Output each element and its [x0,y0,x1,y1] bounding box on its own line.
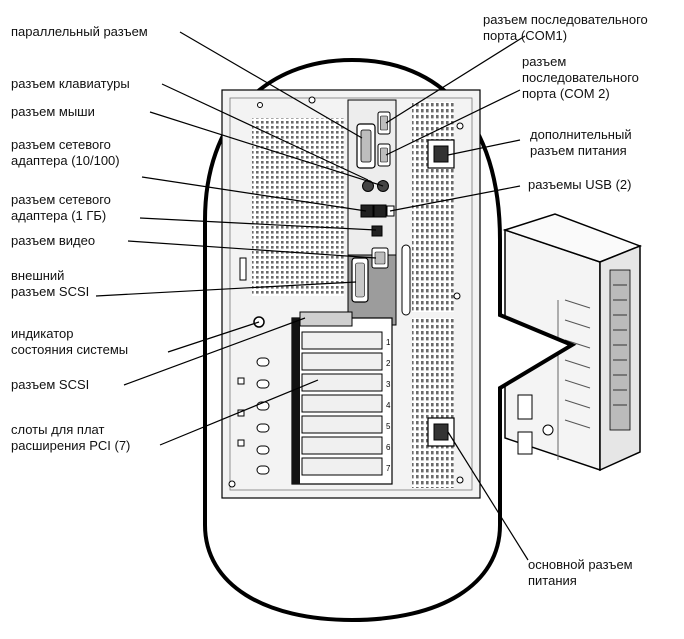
pci-slot [302,374,382,391]
pci-slot-number: 6 [386,443,391,452]
label-nic-100: разъем сетевого адаптера (10/100) [11,137,120,169]
parallel-port-icon [357,124,375,168]
main-power-connector-icon [428,418,454,446]
label-pci-slots: слоты для плат расширения PCI (7) [11,422,130,454]
label-status-indicator-line1: индикатор [11,326,128,342]
label-keyboard-port: разъем клавиатуры [11,76,130,92]
label-main-power-line2: питания [528,573,633,589]
label-nic-1g: разъем сетевого адаптера (1 ГБ) [11,192,111,224]
right-vent-grill-bottom [412,318,454,488]
pci-slot [302,395,382,412]
label-com1: разъем последовательного порта (COM1) [483,12,648,44]
label-status-indicator-line2: состояния системы [11,342,128,358]
label-com2-line2: последовательного [522,70,639,86]
right-vent-grill-top [412,102,454,312]
label-com1-line1: разъем последовательного [483,12,648,28]
label-mouse-port: разъем мыши [11,104,95,120]
pci-slot-number: 3 [386,380,391,389]
pci-slot-number: 7 [386,464,391,473]
pci-slot-number: 2 [386,359,391,368]
pci-slot [302,353,382,370]
label-external-scsi: внешний разъем SCSI [11,268,89,300]
label-aux-power: дополнительный разъем питания [530,127,632,159]
label-usb-ports: разъемы USB (2) [528,177,631,193]
label-aux-power-line2: разъем питания [530,143,632,159]
label-com2-line1: разъем [522,54,639,70]
label-main-power: основной разъем питания [528,557,633,589]
label-aux-power-line1: дополнительный [530,127,632,143]
label-scsi-connector: разъем SCSI [11,377,89,393]
label-external-scsi-line1: внешний [11,268,89,284]
label-status-indicator: индикатор состояния системы [11,326,128,358]
label-com2: разъем последовательного порта (COM 2) [522,54,639,102]
pci-slot [302,458,382,475]
pci-slot [302,416,382,433]
label-nic-1g-line2: адаптера (1 ГБ) [11,208,111,224]
label-video-port: разъем видео [11,233,95,249]
label-com2-line3: порта (COM 2) [522,86,639,102]
label-nic-100-line1: разъем сетевого [11,137,120,153]
label-com1-line2: порта (COM1) [483,28,648,44]
left-vent-grill [252,118,344,296]
label-parallel-port: параллельный разъем [11,24,148,40]
pci-slots [292,312,392,484]
pci-slot [302,437,382,454]
label-main-power-line1: основной разъем [528,557,633,573]
label-nic-1g-line1: разъем сетевого [11,192,111,208]
label-pci-slots-line1: слоты для плат [11,422,130,438]
pci-slot-number: 5 [386,422,391,431]
pci-slot-number: 1 [386,338,391,347]
label-nic-100-line2: адаптера (10/100) [11,153,120,169]
label-pci-slots-line2: расширения PCI (7) [11,438,130,454]
external-scsi-port-icon [352,258,368,302]
pci-slot-number: 4 [386,401,391,410]
pci-slot [302,332,382,349]
label-external-scsi-line2: разъем SCSI [11,284,89,300]
